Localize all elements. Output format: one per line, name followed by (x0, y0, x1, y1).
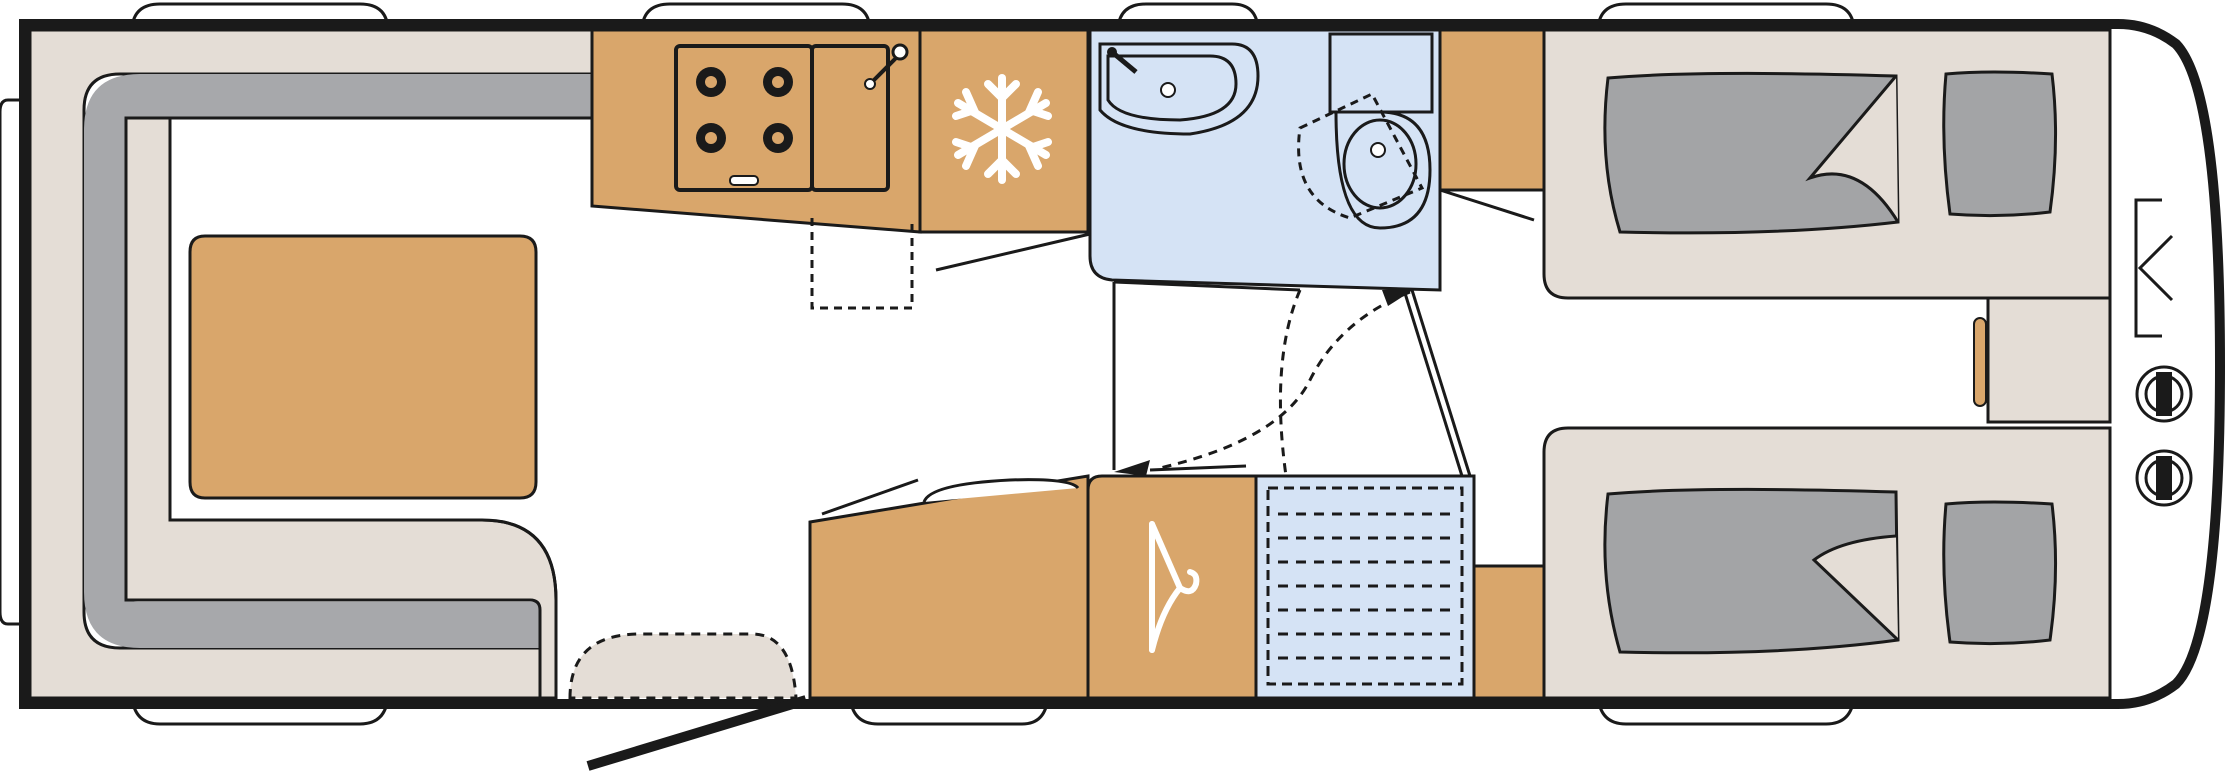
toilet-icon (1328, 32, 1434, 114)
rear-light (1973, 317, 1987, 407)
shower-tray-icon (1254, 474, 1476, 700)
window-front (0, 98, 26, 626)
snowflake-icon (952, 74, 1052, 184)
blanket-top (1603, 71, 1900, 235)
fridge (918, 28, 1090, 234)
hob-icon (674, 44, 814, 192)
door-swing-arrow (1159, 290, 1411, 470)
tow-hitch-icon (2134, 198, 2174, 338)
bathroom (1088, 28, 1442, 292)
front-lounge (28, 28, 594, 700)
rear-bed-bottom (1542, 426, 2112, 700)
hanger-icon (1149, 521, 1200, 653)
tap-icon (868, 52, 902, 86)
bathroom-door (1112, 280, 1472, 477)
lounge-upholstery (28, 28, 594, 700)
blanket-bottom (1603, 487, 1900, 655)
kitchen (590, 28, 1091, 310)
kitchen-sink-icon (810, 44, 890, 192)
dinette-table (188, 234, 538, 500)
wardrobe (1086, 474, 1258, 700)
entrance-door (568, 632, 808, 771)
gas-bottle-icon (2135, 365, 2193, 507)
rear-cabinet (1986, 296, 2112, 424)
wardrobe-area (808, 474, 1258, 700)
pillow-bottom (1942, 500, 2058, 646)
bottom-cabinet (1472, 564, 1546, 700)
top-cabinet (1438, 28, 1546, 192)
rear-bed-top (1542, 28, 2112, 300)
pillow-top (1942, 70, 2058, 218)
